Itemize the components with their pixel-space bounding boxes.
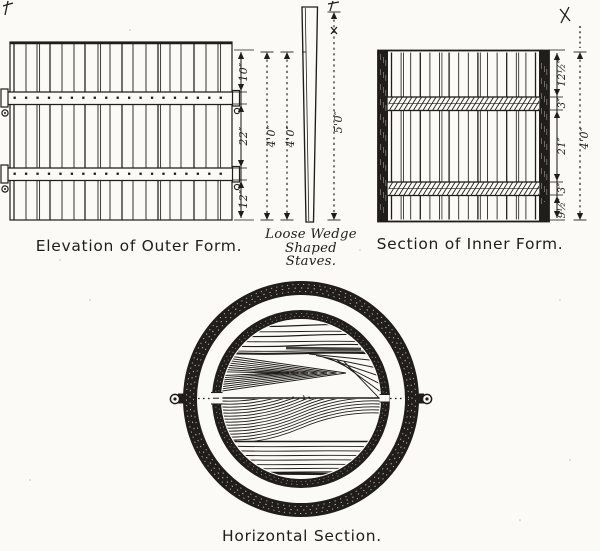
outer-form-body bbox=[9, 41, 233, 221]
inner-form-right-edge bbox=[539, 50, 549, 222]
caption-outer-form: Elevation of Outer Form. bbox=[36, 237, 243, 255]
dimension-lines bbox=[233, 11, 587, 221]
band-hatch-bottom bbox=[388, 182, 539, 195]
inner-dim-top: 12½″ bbox=[556, 59, 568, 86]
caption-wedge-line2: Shaped bbox=[285, 241, 337, 256]
stave-dim-length: 5'0″ bbox=[332, 110, 345, 133]
wedge-stave bbox=[301, 6, 319, 223]
inner-dim-band-bottom: 3″ bbox=[557, 183, 568, 194]
band-bolt-dots bbox=[13, 96, 222, 175]
inner-dim-bottom: 9½″ bbox=[556, 198, 568, 219]
band-clamp-left-top bbox=[0, 88, 9, 117]
outer-form-staves bbox=[13, 43, 222, 220]
caption-wedge-line3: Staves. bbox=[286, 254, 337, 269]
edge-texture bbox=[380, 54, 548, 218]
inner-form-section bbox=[377, 49, 550, 223]
bolt-lug-left bbox=[169, 393, 184, 405]
wedge-stave-edge-line bbox=[304, 7, 310, 222]
inner-form-left-edge bbox=[378, 50, 388, 222]
wedge-notch-left bbox=[211, 391, 223, 405]
scan-artifacts bbox=[2, 0, 581, 48]
outer-dim-middle: 22″ bbox=[237, 126, 250, 147]
bolt-lug-right bbox=[418, 393, 433, 405]
inner-dim-overall: 4'0″ bbox=[578, 126, 591, 150]
inner-dim-band-top: 3″ bbox=[557, 98, 568, 109]
band-clamp-right-bottom bbox=[231, 165, 241, 191]
wood-core bbox=[221, 319, 381, 479]
wedge-stave-body bbox=[301, 6, 319, 223]
paper-speckles bbox=[29, 29, 571, 521]
outer-form-elevation bbox=[0, 41, 241, 221]
centerline-marks bbox=[198, 395, 404, 401]
outer-dim-overall: 4'0″ bbox=[265, 124, 278, 148]
inner-dim-middle: 21″ bbox=[557, 137, 568, 155]
outer-dim-top: 10″ bbox=[237, 62, 250, 82]
band-clamp-right-top bbox=[231, 89, 241, 115]
horizontal-section bbox=[169, 281, 433, 517]
band-hatch-top bbox=[388, 97, 539, 110]
caption-inner-form: Section of Inner Form. bbox=[377, 235, 564, 253]
stave-dim-form-height: 4'0″ bbox=[284, 124, 297, 148]
outer-dim-bottom: 12″ bbox=[237, 189, 250, 209]
caption-horizontal-section: Horizontal Section. bbox=[222, 527, 382, 545]
band-clamp-left-bottom bbox=[0, 164, 9, 193]
notch-right bbox=[379, 394, 390, 403]
caption-wedge-line1: Loose Wedge bbox=[264, 227, 357, 242]
